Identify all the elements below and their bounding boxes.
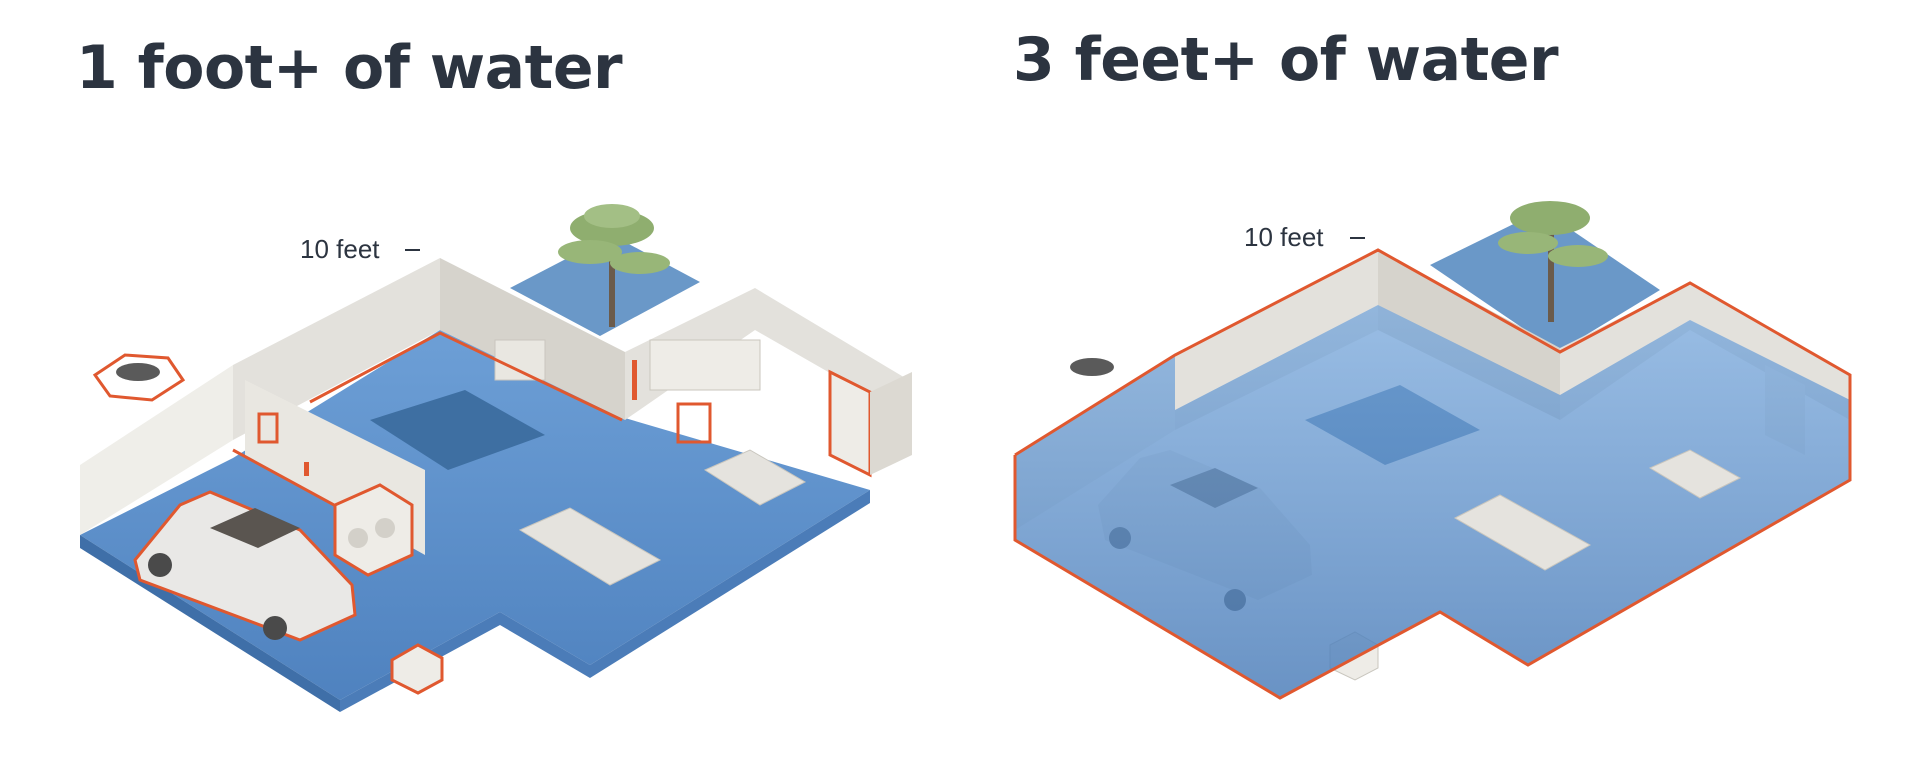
washer-dryer-icon bbox=[333, 483, 414, 577]
dining-table bbox=[518, 507, 662, 586]
panel-title-1ft: 1 foot+ of water bbox=[76, 33, 623, 103]
kitchen-island bbox=[703, 449, 807, 506]
back-wall-left bbox=[233, 258, 440, 440]
backyard-water-3ft bbox=[1430, 210, 1660, 352]
dining-table-3ft bbox=[1453, 494, 1592, 571]
height-label-10ft-left: 10 feet bbox=[300, 234, 380, 264]
ac-unit-icon bbox=[1050, 352, 1135, 395]
flood-outline-living bbox=[309, 331, 623, 422]
tree-icon bbox=[1498, 201, 1608, 322]
back-wall-kitchen-3ft bbox=[1560, 283, 1850, 420]
tree-icon bbox=[558, 204, 670, 327]
kitchen-island-3ft bbox=[1648, 449, 1742, 499]
electrical-outlet-icon bbox=[257, 360, 712, 476]
rug bbox=[370, 390, 545, 470]
back-wall-mid bbox=[440, 258, 625, 420]
ac-unit-icon bbox=[92, 353, 186, 402]
floor-edge-right bbox=[340, 490, 870, 712]
flood-water-volume bbox=[1015, 305, 1850, 698]
panel-title-3ft: 3 feet+ of water bbox=[1013, 25, 1559, 95]
garage-wall bbox=[80, 365, 233, 535]
kitchen-cabinets bbox=[649, 339, 761, 391]
car-icon bbox=[133, 490, 357, 642]
house-illustration-3ft: 10 feet bbox=[1013, 201, 1852, 700]
house-illustration-1ft: 10 feet bbox=[80, 204, 912, 712]
refrigerator-icon bbox=[828, 369, 912, 478]
height-label-10ft-right: 10 feet bbox=[1244, 222, 1324, 252]
back-wall-kitchen bbox=[625, 288, 912, 420]
tv bbox=[494, 339, 546, 381]
generator-icon bbox=[390, 643, 444, 695]
flood-outline-3ft bbox=[1013, 248, 1852, 700]
